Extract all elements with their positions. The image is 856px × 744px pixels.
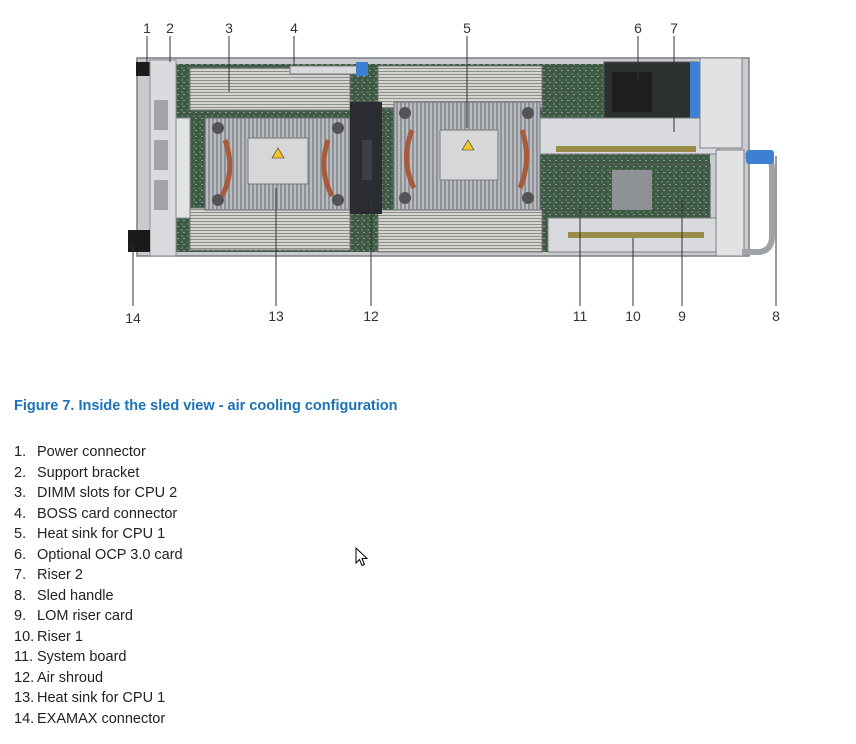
legend-item: 6.Optional OCP 3.0 card: [14, 545, 183, 566]
legend-item-label: Support bracket: [37, 465, 139, 481]
legend-list: 1.Power connector 2.Support bracket 3.DI…: [14, 442, 183, 729]
legend-item: 2.Support bracket: [14, 463, 183, 484]
legend-item: 5.Heat sink for CPU 1: [14, 524, 183, 545]
sled-diagram: 1 2 3 4 5 6 7 8 9 10 11 12 13 14: [0, 0, 856, 340]
legend-item: 11.System board: [14, 647, 183, 668]
mouse-cursor-icon: [355, 547, 369, 572]
legend-item-label: EXAMAX connector: [37, 711, 165, 727]
legend-item: 4.BOSS card connector: [14, 504, 183, 525]
legend-item-number: 14.: [14, 709, 37, 730]
boss-card-connector: [290, 66, 360, 74]
callout-11: 11: [568, 308, 592, 324]
callout-8: 8: [764, 308, 788, 324]
callout-4: 4: [282, 20, 306, 36]
callout-2: 2: [158, 20, 182, 36]
dimm-slots-cpu2-bottom: [190, 208, 350, 250]
legend-item-number: 3.: [14, 483, 37, 504]
sled-illustration: [0, 0, 856, 340]
legend-item-label: Riser 1: [37, 629, 83, 645]
legend-item-label: Heat sink for CPU 1: [37, 526, 165, 542]
callout-12: 12: [359, 308, 383, 324]
legend-item-number: 10.: [14, 627, 37, 648]
callout-9: 9: [670, 308, 694, 324]
legend-item-number: 8.: [14, 586, 37, 607]
legend-item: 12.Air shroud: [14, 668, 183, 689]
legend-item-label: DIMM slots for CPU 2: [37, 485, 177, 501]
legend-item-label: BOSS card connector: [37, 506, 177, 522]
legend-item-number: 1.: [14, 442, 37, 463]
legend-item-number: 11.: [14, 647, 37, 668]
callout-14: 14: [121, 310, 145, 326]
examax-connector: [128, 230, 150, 252]
legend-item-label: Optional OCP 3.0 card: [37, 547, 183, 563]
legend-item: 7.Riser 2: [14, 565, 183, 586]
legend-item-label: LOM riser card: [37, 608, 133, 624]
legend-item-number: 6.: [14, 545, 37, 566]
callout-3: 3: [217, 20, 241, 36]
legend-item-label: Riser 2: [37, 567, 83, 583]
legend-item-number: 13.: [14, 688, 37, 709]
legend-item-number: 4.: [14, 504, 37, 525]
legend-item-number: 9.: [14, 606, 37, 627]
legend-item: 3.DIMM slots for CPU 2: [14, 483, 183, 504]
callout-7: 7: [662, 20, 686, 36]
legend-item: 9.LOM riser card: [14, 606, 183, 627]
legend-item: 13.Heat sink for CPU 1: [14, 688, 183, 709]
callout-6: 6: [626, 20, 650, 36]
callout-5: 5: [455, 20, 479, 36]
legend-item-number: 12.: [14, 668, 37, 689]
legend-item-label: System board: [37, 649, 126, 665]
legend-item-number: 5.: [14, 524, 37, 545]
figure-caption: Figure 7. Inside the sled view - air coo…: [14, 398, 398, 414]
callout-10: 10: [621, 308, 645, 324]
callout-13: 13: [264, 308, 288, 324]
legend-item: 14.EXAMAX connector: [14, 709, 183, 730]
legend-item-label: Heat sink for CPU 1: [37, 690, 165, 706]
legend-item-label: Power connector: [37, 444, 146, 460]
dimm-slots-cpu1-bottom: [378, 210, 542, 252]
legend-item: 1.Power connector: [14, 442, 183, 463]
legend-item-label: Sled handle: [37, 588, 114, 604]
legend-item-label: Air shroud: [37, 670, 103, 686]
legend-item: 8.Sled handle: [14, 586, 183, 607]
callout-1: 1: [135, 20, 159, 36]
power-connector: [136, 62, 150, 76]
legend-item-number: 2.: [14, 463, 37, 484]
legend-item: 10.Riser 1: [14, 627, 183, 648]
legend-item-number: 7.: [14, 565, 37, 586]
